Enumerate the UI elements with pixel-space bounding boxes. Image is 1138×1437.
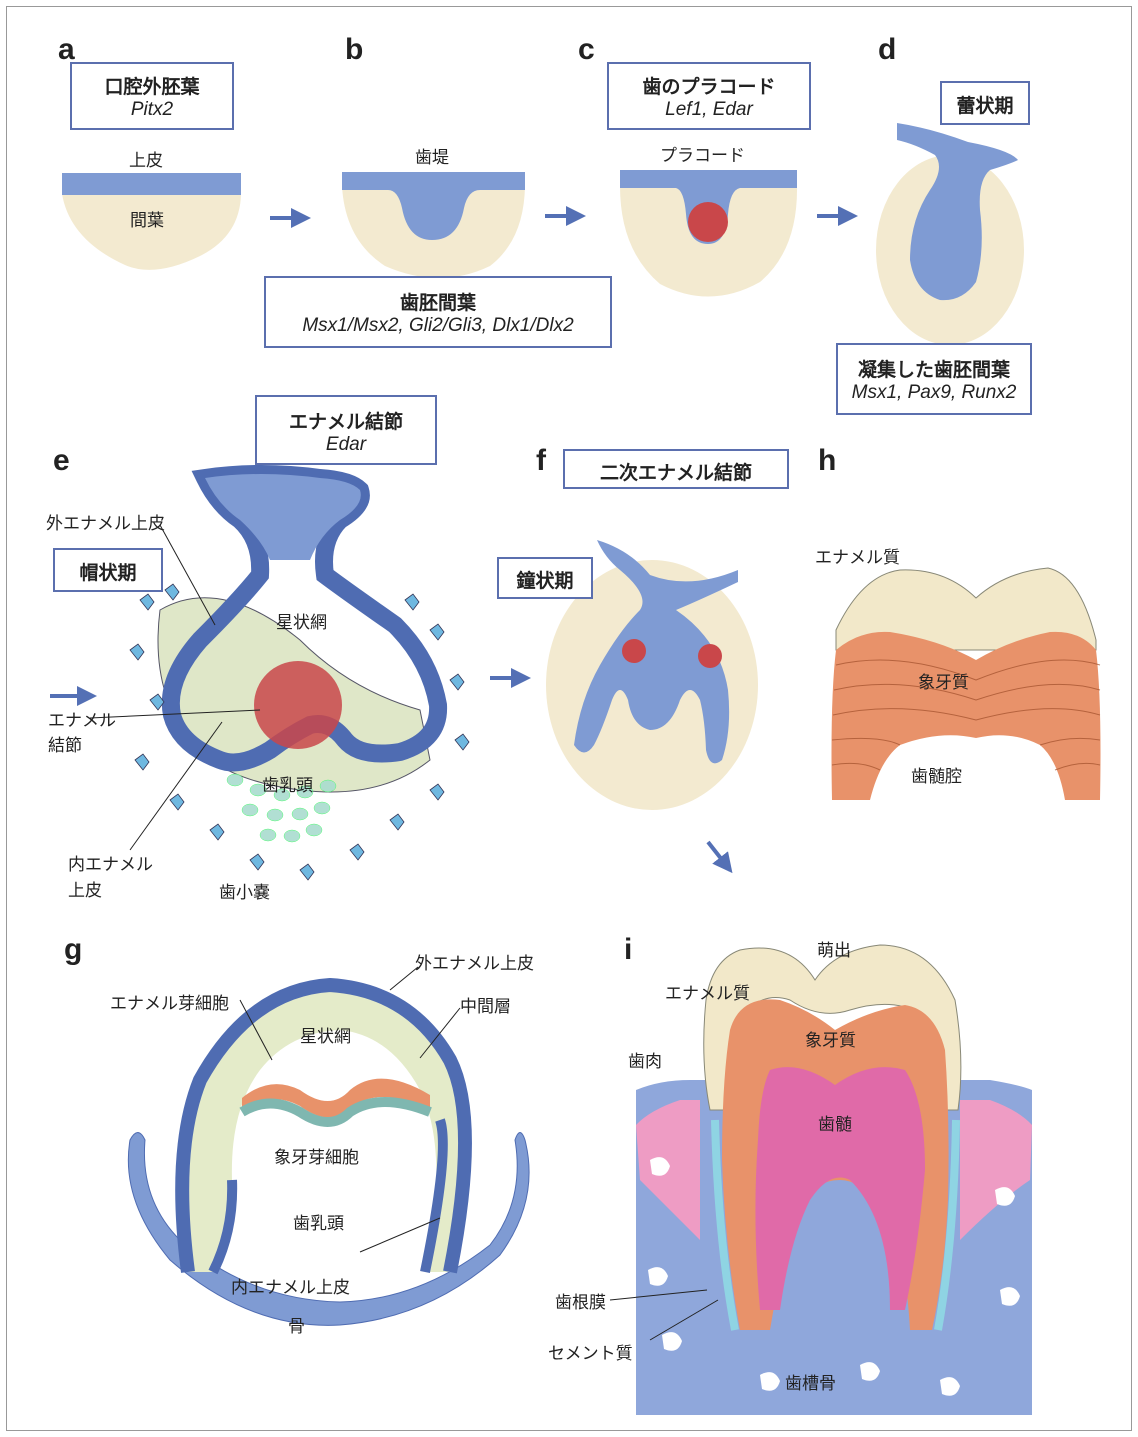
box-cap-stage: 帽状期 xyxy=(53,548,163,592)
box-gene: Edar xyxy=(257,434,435,456)
box-gene: Pitx2 xyxy=(72,99,232,121)
label-bone: 骨 xyxy=(288,1312,305,1337)
box-oral-ectoderm: 口腔外胚葉 Pitx2 xyxy=(70,62,234,130)
label-dentin: 象牙質 xyxy=(918,668,969,693)
label-dental-papilla: 歯乳頭 xyxy=(262,771,313,796)
panel-letter-g: g xyxy=(64,933,82,967)
label-enamel-knot-1: エナメル xyxy=(48,706,116,731)
label-ameloblast: エナメル芽細胞 xyxy=(110,989,229,1014)
arrow-f-to-i xyxy=(708,842,730,870)
box-title: 二次エナメル結節 xyxy=(565,458,787,485)
box-dental-mesenchyme: 歯胚間葉 Msx1/Msx2, Gli2/Gli3, Dlx1/Dlx2 xyxy=(264,276,612,348)
panel-letter-d: d xyxy=(878,33,896,67)
label-alveolar-bone: 歯槽骨 xyxy=(785,1369,836,1394)
box-title: 帽状期 xyxy=(55,558,161,585)
panel-i-diagram xyxy=(636,945,1032,1415)
label-outer-enamel-epithelium: 外エナメル上皮 xyxy=(415,949,534,974)
box-bud-stage: 蕾状期 xyxy=(940,81,1030,125)
box-title: エナメル結節 xyxy=(257,407,435,434)
panel-d-diagram xyxy=(876,123,1024,345)
label-enamel: エナメル質 xyxy=(815,543,900,568)
panel-c-diagram xyxy=(620,170,797,297)
label-pulp-cavity: 歯髄腔 xyxy=(911,762,962,787)
label-enamel: エナメル質 xyxy=(665,979,750,1004)
box-title: 歯胚間葉 xyxy=(266,288,610,315)
label-epithelium: 上皮 xyxy=(129,146,163,171)
label-stellate-reticulum: 星状網 xyxy=(300,1022,351,1047)
label-odontoblast: 象牙芽細胞 xyxy=(274,1143,359,1168)
label-inner-enamel-epithelium: 内エナメル上皮 xyxy=(231,1273,350,1298)
label-dental-lamina: 歯堤 xyxy=(415,143,449,168)
box-title: 口腔外胚葉 xyxy=(72,72,232,99)
box-title: 歯のプラコード xyxy=(609,72,809,99)
label-inner-enamel-epithelium-1: 内エナメル xyxy=(68,850,153,875)
box-bell-stage: 鐘状期 xyxy=(497,557,593,599)
panel-b-diagram xyxy=(342,172,525,278)
box-title: 凝集した歯胚間葉 xyxy=(838,355,1030,382)
label-intermediate-layer: 中間層 xyxy=(460,992,511,1017)
label-gum: 歯肉 xyxy=(628,1047,662,1072)
label-cementum: セメント質 xyxy=(548,1339,633,1364)
label-dental-papilla: 歯乳頭 xyxy=(293,1209,344,1234)
panel-letter-f: f xyxy=(536,444,546,478)
panel-letter-i: i xyxy=(624,933,632,967)
label-stellate-reticulum: 星状網 xyxy=(276,608,327,633)
label-placode: プラコード xyxy=(660,141,745,166)
label-enamel-knot-2: 結節 xyxy=(48,731,82,756)
label-mesenchyme: 間葉 xyxy=(130,206,164,231)
panel-letter-e: e xyxy=(53,444,70,478)
label-dental-follicle: 歯小嚢 xyxy=(219,878,270,903)
box-gene: Lef1, Edar xyxy=(609,99,809,121)
label-inner-enamel-epithelium-2: 上皮 xyxy=(68,876,102,901)
panel-letter-c: c xyxy=(578,33,595,67)
label-periodontal-ligament: 歯根膜 xyxy=(555,1288,606,1313)
label-pulp: 歯髄 xyxy=(818,1110,852,1135)
label-outer-enamel-epithelium: 外エナメル上皮 xyxy=(46,509,165,534)
box-gene: Msx1, Pax9, Runx2 xyxy=(838,382,1030,404)
box-title: 蕾状期 xyxy=(942,91,1028,118)
box-dental-placode: 歯のプラコード Lef1, Edar xyxy=(607,62,811,130)
box-condensed-mesenchyme: 凝集した歯胚間葉 Msx1, Pax9, Runx2 xyxy=(836,343,1032,415)
box-gene: Msx1/Msx2, Gli2/Gli3, Dlx1/Dlx2 xyxy=(266,315,610,337)
panel-e-diagram xyxy=(130,474,469,880)
box-secondary-enamel-knot: 二次エナメル結節 xyxy=(563,449,789,489)
panel-letter-h: h xyxy=(818,444,836,478)
box-title: 鐘状期 xyxy=(499,566,591,593)
label-dentin: 象牙質 xyxy=(805,1026,856,1051)
box-enamel-knot: エナメル結節 Edar xyxy=(255,395,437,465)
label-eruption: 萌出 xyxy=(817,936,851,961)
panel-letter-b: b xyxy=(345,33,363,67)
